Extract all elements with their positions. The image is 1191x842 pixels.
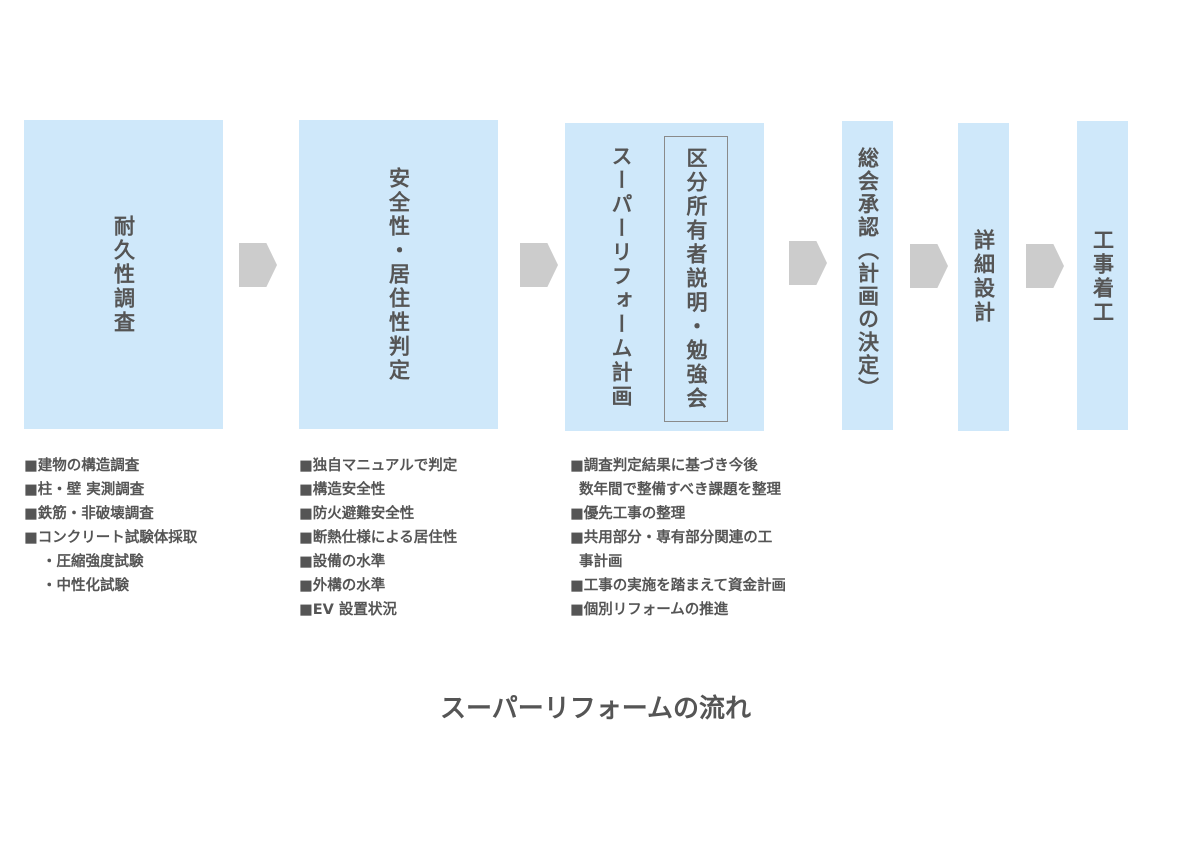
owner-briefing-box: 区分所有者説明・勉強会 (664, 136, 728, 422)
details-list-step3: ■調査判定結果に基づき今後 数年間で整備すべき課題を整理 ■優先工事の整理 ■共… (570, 454, 786, 622)
list-item: ■断熱仕様による居住性 (299, 530, 458, 546)
step-box-durability-survey: 耐久性調査 (24, 120, 223, 429)
step-box-detailed-design: 詳細設計 (958, 123, 1009, 431)
step-box-safety-livability: 安全性・居住性判定 (299, 120, 498, 429)
list-item: ■共用部分・専有部分関連の工 (570, 530, 773, 546)
diagram-caption: スーパーリフォームの流れ (440, 694, 751, 724)
list-item: ■外構の水準 (299, 578, 386, 594)
list-item: ■工事の実施を踏まえて資金計画 (570, 578, 786, 594)
list-item: 数年間で整備すべき課題を整理 (579, 482, 781, 498)
flow-arrow-icon (910, 244, 948, 288)
list-item: 事計画 (579, 554, 623, 570)
list-item: ■鉄筋・非破壊調査 (24, 506, 154, 522)
details-list-step2: ■独自マニュアルで判定 ■構造安全性 ■防火避難安全性 ■断熱仕様による居住性 … (299, 454, 457, 622)
list-item: ■柱・壁 実測調査 (24, 482, 145, 498)
step-title: 耐久性調査 (111, 214, 136, 335)
list-item: ■防火避難安全性 (299, 506, 415, 522)
list-item: ■独自マニュアルで判定 (299, 458, 458, 474)
list-item: ・中性化試験 (42, 578, 129, 594)
list-item: ■設備の水準 (299, 554, 386, 570)
details-list-step1: ■建物の構造調査 ■柱・壁 実測調査 ■鉄筋・非破壊調査 ■コンクリート試験体採… (24, 454, 197, 598)
list-item: ■コンクリート試験体採取 (24, 530, 198, 546)
step-box-construction-start: 工事着工 (1077, 121, 1128, 430)
step-box-super-reform-plan: スーパーリフォーム計画 区分所有者説明・勉強会 (565, 123, 764, 431)
flow-arrow-icon (520, 243, 558, 287)
list-item: ■調査判定結果に基づき今後 (570, 458, 758, 474)
list-item: ■EV 設置状況 (299, 602, 397, 618)
step-title: 安全性・居住性判定 (386, 166, 411, 383)
step-box-general-meeting: 総会承認（計画の決定） (842, 121, 893, 430)
list-item: ■建物の構造調査 (24, 458, 140, 474)
flow-arrow-icon (789, 241, 827, 285)
list-item: ■構造安全性 (299, 482, 386, 498)
list-item: ■個別リフォームの推進 (570, 602, 729, 618)
step-title: 工事着工 (1090, 229, 1115, 325)
list-item: ・圧縮強度試験 (42, 554, 144, 570)
owner-briefing-title: 区分所有者説明・勉強会 (684, 147, 708, 411)
flow-arrow-icon (1026, 244, 1064, 288)
step-title: 総会承認（計画の決定） (855, 147, 880, 400)
list-item: ■優先工事の整理 (570, 506, 686, 522)
step-title: 詳細設計 (971, 229, 996, 325)
step-title: スーパーリフォーム計画 (609, 145, 633, 409)
flow-arrow-icon (239, 243, 277, 287)
